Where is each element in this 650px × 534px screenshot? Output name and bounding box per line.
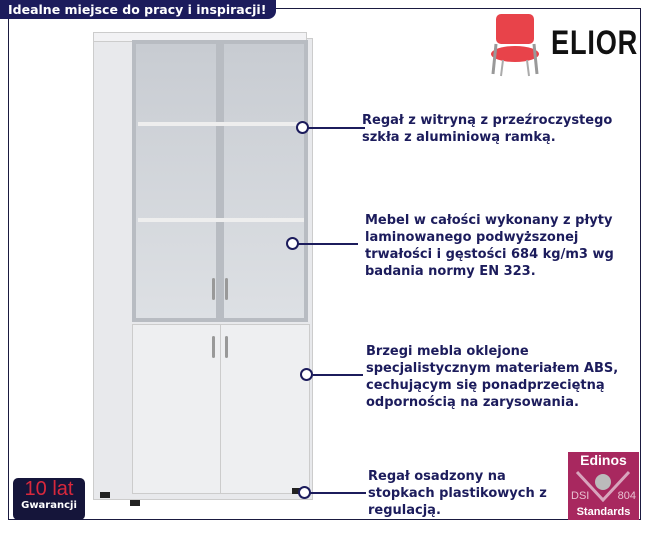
callout-dot: [300, 368, 313, 381]
warranty-label: Gwarancji: [21, 500, 77, 511]
tagline-banner: Idealne miejsce do pracy i inspiracji!: [0, 0, 277, 19]
cert-bottom: Standards: [576, 506, 631, 518]
feature-edges: Brzegi mebla oklejone specjalistycznym m…: [366, 344, 619, 410]
feature-material: Mebel w całości wykonany z płyty laminow…: [365, 213, 614, 279]
checkmark-seal-icon: [575, 470, 631, 502]
brand-name: ELIOR: [551, 24, 639, 62]
feature-feet: Regał osadzony na stopkach plastikowych …: [368, 469, 547, 518]
edinos-certificate-badge: Edinos DSI 804 Standards: [568, 452, 639, 520]
cert-brand: Edinos: [580, 452, 627, 468]
callout-dot: [296, 121, 309, 134]
warranty-badge: 10 lat Gwarancji: [13, 478, 85, 520]
callout-dot: [286, 237, 299, 250]
warranty-years: 10 lat: [24, 478, 74, 500]
callout-dot: [298, 486, 311, 499]
chair-logo-icon: [491, 14, 539, 77]
content-frame: [8, 8, 641, 520]
cert-left: DSI: [571, 490, 590, 502]
cert-right: 804: [617, 490, 636, 502]
feature-glass: Regał z witryną z przeźroczystego szkła …: [362, 113, 613, 145]
